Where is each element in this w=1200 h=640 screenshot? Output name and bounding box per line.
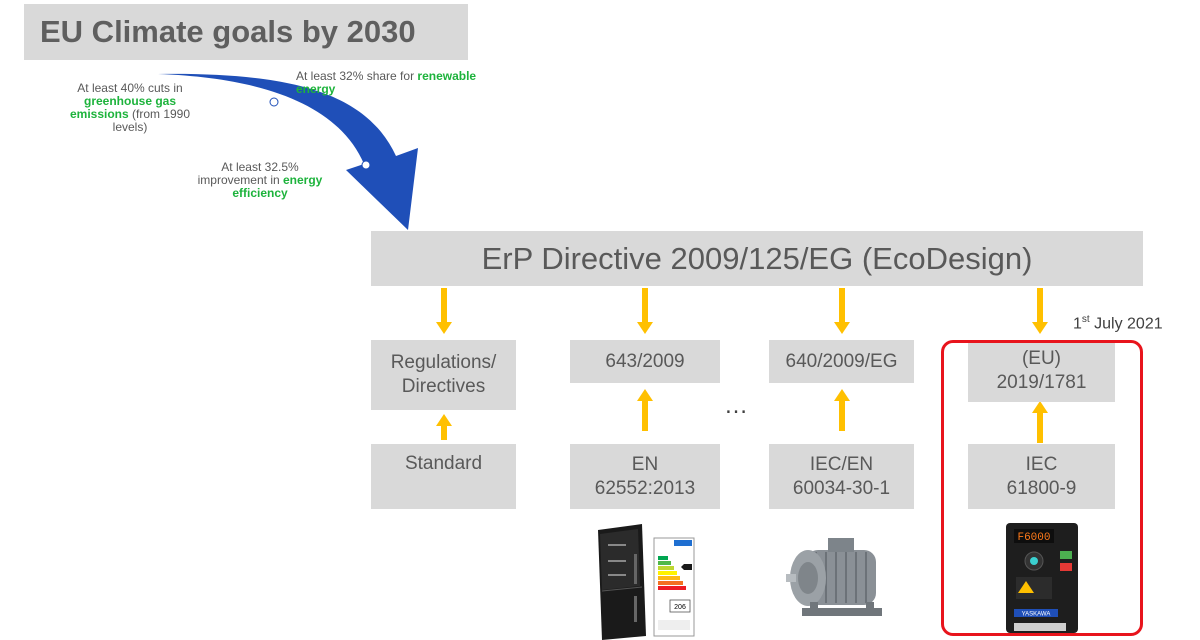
regulation-640-box: 640/2009/EG: [769, 340, 914, 383]
ellipsis: …: [724, 392, 748, 419]
regulations-directives-box: Regulations/Directives: [371, 340, 516, 410]
refrigerator-icon: 206: [598, 524, 695, 640]
drive-brand: YASKAWA: [1022, 612, 1051, 618]
energy-label-value: 206: [674, 604, 686, 611]
ghg-note: At least 40% cuts in greenhouse gas emis…: [69, 81, 191, 134]
inverter-drive-icon: F6000 YASKAWA: [1006, 523, 1078, 633]
efficiency-note: At least 32.5% improvement in energy eff…: [197, 160, 323, 200]
arrow-up-2: [637, 389, 653, 431]
arrow-down-3: [834, 288, 850, 334]
bullet-dot-1: [269, 97, 279, 107]
bullet-dot-2: [361, 160, 371, 170]
drive-display: F6000: [1017, 532, 1050, 544]
effective-date: 1st July 2021: [1073, 314, 1163, 333]
arrow-down-2: [637, 288, 653, 334]
highlight-frame: [941, 340, 1143, 636]
page-title: EU Climate goals by 2030: [24, 4, 468, 60]
arrow-down-4: [1032, 288, 1048, 334]
standard-box: Standard: [371, 444, 516, 509]
arrow-up-1: [436, 414, 452, 440]
renewable-note: At least 32% share for renewable energy: [296, 69, 477, 96]
energy-label-icon: 206: [653, 537, 695, 637]
regulation-643-box: 643/2009: [570, 340, 720, 383]
erp-directive-bar: ErP Directive 2009/125/EG (EcoDesign): [371, 231, 1143, 286]
blue-curved-arrow: [158, 73, 418, 230]
arrow-down-1: [436, 288, 452, 334]
regulation-2019-1781-box: (EU)2019/1781: [968, 340, 1115, 402]
electric-motor-icon: [786, 538, 882, 616]
arrow-up-3: [834, 389, 850, 431]
